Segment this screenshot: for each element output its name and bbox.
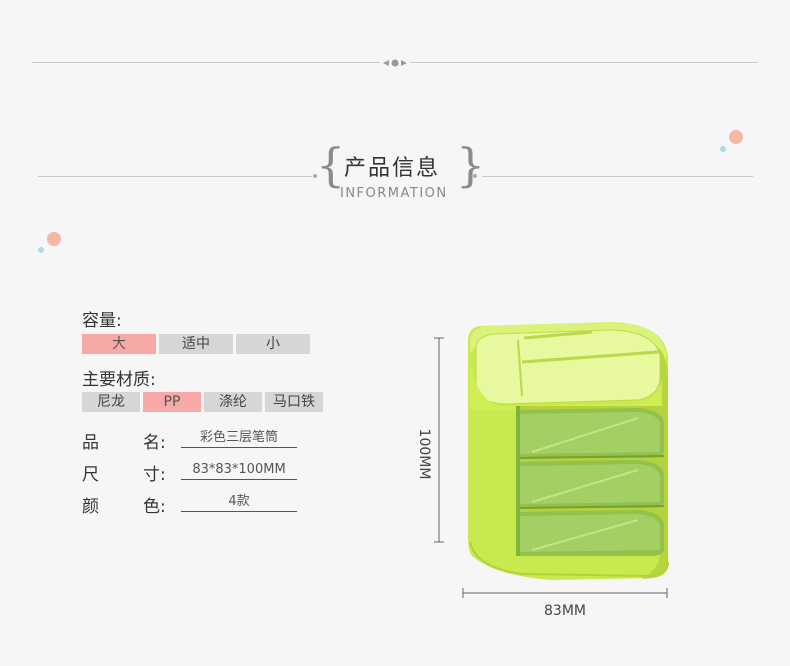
capacity-option-medium[interactable]: 适中 [159,334,233,354]
capacity-options: 大 适中 小 [82,334,310,354]
right-brace-icon: } [456,138,486,192]
spec-color-key-a: 颜 [82,497,99,517]
material-option-polyester[interactable]: 涤纶 [204,392,262,412]
title-line-left [38,176,312,177]
height-label: 100MM [416,428,432,480]
capacity-option-small[interactable]: 小 [236,334,310,354]
pen-holder-image [468,322,669,580]
ornament-icon [383,59,407,67]
spec-color-key-b: 色: [143,497,166,517]
top-divider-right [410,62,758,63]
top-divider-left [32,62,380,63]
spec-size-key-a: 尺 [82,465,99,485]
left-brace-icon: { [316,138,346,192]
decor-dot-blue [38,247,44,253]
material-option-nylon[interactable]: 尼龙 [82,392,140,412]
title-line-left-dot [313,174,317,178]
spec-size-key-b: 寸: [143,465,166,485]
spec-size-value: 83*83*100MM [181,461,297,480]
material-label: 主要材质: [82,370,156,390]
spec-color-value: 4款 [181,493,297,512]
spec-name-key-a: 品 [82,433,99,453]
width-label: 83MM [544,603,586,619]
capacity-label: 容量: [82,311,122,331]
width-dimension-line [462,588,668,598]
material-option-pp[interactable]: PP [143,392,201,412]
spec-name-key-b: 名: [143,433,166,453]
decor-dot-blue [720,146,726,152]
material-option-tinplate[interactable]: 马口铁 [265,392,323,412]
title-line-right [482,176,753,177]
height-dimension-line [434,337,444,543]
section-subtitle: INFORMATION [340,186,448,201]
material-options: 尼龙 PP 涤纶 马口铁 [82,392,323,412]
capacity-option-large[interactable]: 大 [82,334,156,354]
section-title: 产品信息 [344,156,441,181]
title-line-right-dot [473,174,477,178]
spec-name-value: 彩色三层笔筒 [181,429,297,448]
decor-dot-pink [47,232,61,246]
decor-dot-pink [729,130,743,144]
